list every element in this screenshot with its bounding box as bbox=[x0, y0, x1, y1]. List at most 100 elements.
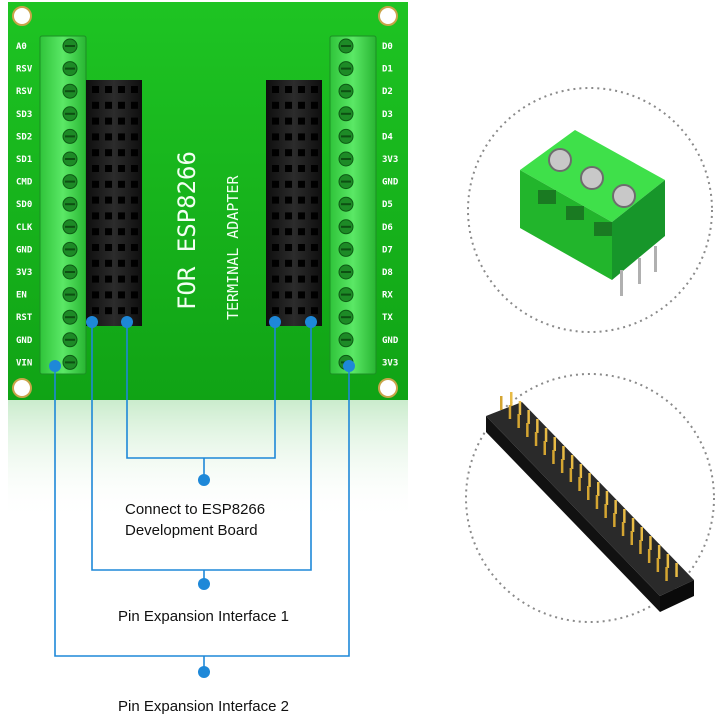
gold-pin bbox=[630, 531, 633, 545]
header-hole bbox=[311, 165, 318, 172]
header-hole bbox=[118, 307, 125, 315]
gold-pin bbox=[536, 419, 539, 433]
header-hole bbox=[285, 275, 292, 283]
right-pin-label: D6 bbox=[382, 223, 393, 233]
header-hole bbox=[92, 149, 99, 157]
header-side-face bbox=[660, 580, 694, 612]
header-hole bbox=[92, 307, 99, 315]
header-hole bbox=[92, 86, 99, 93]
right-pin-label: D1 bbox=[382, 65, 393, 75]
header-hole bbox=[285, 196, 292, 204]
terminal-screw-3 bbox=[612, 184, 636, 208]
header-hole bbox=[311, 212, 318, 220]
header-hole bbox=[105, 196, 112, 204]
header-hole bbox=[118, 275, 125, 283]
header-hole bbox=[118, 149, 125, 157]
interface1-label: Pin Expansion Interface 1 bbox=[118, 608, 289, 625]
gold-pin bbox=[631, 518, 635, 532]
right-pin-label: TX bbox=[382, 313, 393, 323]
gold-pin bbox=[579, 464, 583, 478]
header-hole bbox=[311, 275, 318, 283]
right-pin-label: D2 bbox=[382, 87, 393, 97]
header-hole bbox=[131, 149, 138, 157]
header-hole bbox=[311, 291, 318, 299]
gold-pin bbox=[675, 563, 678, 577]
header-hole bbox=[311, 180, 318, 188]
gold-pin bbox=[527, 410, 530, 424]
header-hole bbox=[272, 86, 279, 93]
connect-label-line2: Development Board bbox=[125, 522, 258, 539]
right-pin-label: 3V3 bbox=[382, 155, 398, 165]
gold-pin bbox=[649, 536, 652, 550]
header-hole bbox=[118, 180, 125, 188]
header-hole bbox=[298, 165, 305, 172]
right-terminal-screws bbox=[338, 38, 354, 370]
esp8266-terminal-adapter-board: A0RSVRSVSD3SD2SD1CMDSD0CLKGND3V3ENRSTGND… bbox=[8, 2, 408, 400]
header-hole bbox=[311, 196, 318, 204]
header-hole bbox=[311, 149, 318, 157]
gold-pin bbox=[666, 554, 670, 568]
connector-dot-left bbox=[121, 316, 133, 328]
header-hole bbox=[311, 228, 318, 236]
connector-callout-line bbox=[126, 322, 276, 459]
header-hole bbox=[311, 244, 318, 251]
gold-pin bbox=[604, 504, 607, 518]
gold-pin bbox=[578, 477, 581, 491]
header-hole bbox=[118, 101, 125, 109]
header-hole bbox=[285, 291, 292, 299]
header-top-face bbox=[486, 402, 694, 596]
gold-pin bbox=[665, 567, 668, 581]
header-hole bbox=[118, 259, 125, 267]
interface2-dot-left bbox=[49, 360, 61, 372]
gold-pin bbox=[570, 455, 574, 469]
header-hole bbox=[92, 244, 99, 251]
header-hole bbox=[105, 86, 112, 93]
header-hole bbox=[131, 212, 138, 220]
right-pin-label: D7 bbox=[382, 245, 393, 255]
board-title-line2: TERMINAL ADAPTER bbox=[224, 175, 242, 320]
header-hole bbox=[272, 228, 279, 236]
terminal-leg-3 bbox=[654, 246, 657, 272]
terminal-screw-1 bbox=[548, 148, 572, 172]
gold-pin bbox=[562, 446, 565, 460]
left-pin-label: GND bbox=[16, 336, 33, 346]
board-reflection bbox=[8, 400, 408, 520]
interface1-dot-left bbox=[86, 316, 98, 328]
header-hole bbox=[272, 196, 279, 204]
header-hole bbox=[285, 133, 292, 141]
header-hole bbox=[118, 86, 125, 93]
interface2-label-dot bbox=[198, 666, 210, 678]
header-front-face bbox=[486, 416, 660, 612]
gold-pin bbox=[639, 540, 642, 554]
header-hole bbox=[92, 117, 99, 125]
left-pin-label: VIN bbox=[16, 358, 32, 368]
interface1-dot-right bbox=[305, 316, 317, 328]
header-hole bbox=[298, 133, 305, 141]
gold-pin bbox=[588, 473, 591, 487]
header-hole bbox=[285, 307, 292, 315]
right-pin-label: GND bbox=[382, 178, 399, 188]
header-hole bbox=[92, 259, 99, 267]
header-hole bbox=[131, 228, 138, 236]
left-pin-label: 3V3 bbox=[16, 268, 32, 278]
header-hole bbox=[131, 117, 138, 125]
mounting-hole-top-right bbox=[378, 6, 398, 26]
header-hole bbox=[118, 133, 125, 141]
header-hole bbox=[105, 259, 112, 267]
header-hole bbox=[272, 259, 279, 267]
female-pin-header-icon bbox=[486, 392, 694, 612]
header-hole bbox=[92, 291, 99, 299]
header-hole bbox=[285, 228, 292, 236]
header-hole bbox=[272, 180, 279, 188]
gold-pin bbox=[518, 401, 522, 415]
header-hole bbox=[131, 196, 138, 204]
mounting-hole-top-left bbox=[12, 6, 32, 26]
right-pin-label: D3 bbox=[382, 110, 393, 120]
header-hole bbox=[311, 133, 318, 141]
header-hole bbox=[131, 307, 138, 315]
header-hole bbox=[298, 149, 305, 157]
header-hole bbox=[92, 228, 99, 236]
header-hole bbox=[311, 307, 318, 315]
left-header-holes bbox=[92, 86, 138, 315]
